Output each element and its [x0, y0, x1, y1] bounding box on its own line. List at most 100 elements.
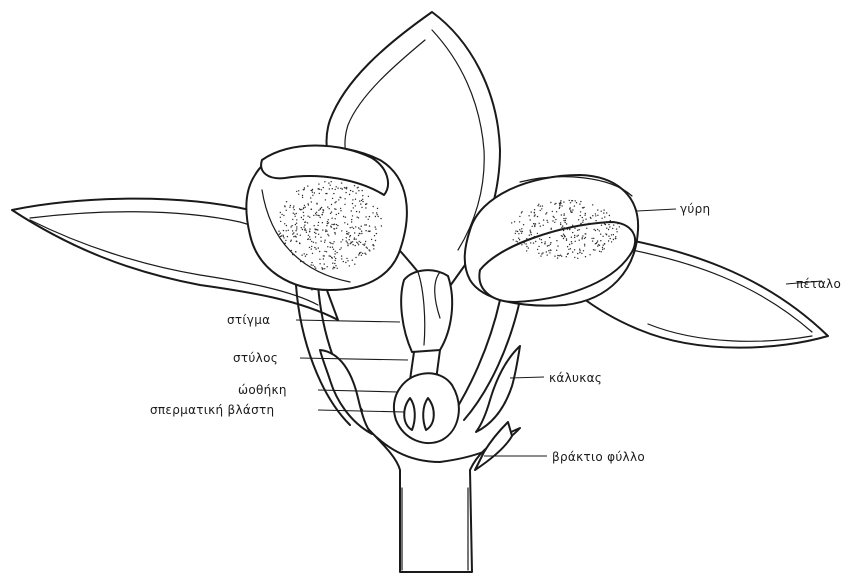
pollen-dot: [335, 201, 336, 202]
pollen-dot: [582, 235, 583, 236]
pollen-dot: [356, 242, 357, 243]
pollen-dot: [377, 214, 378, 215]
pollen-dot: [367, 248, 368, 249]
pollen-dot: [315, 233, 316, 234]
pollen-dot: [372, 212, 373, 213]
pollen-dot: [530, 219, 531, 220]
pollen-dot: [572, 209, 573, 210]
pollen-dot: [341, 255, 342, 256]
pollen-dot: [530, 230, 531, 231]
pollen-dot: [523, 224, 524, 225]
pollen-dot: [612, 228, 613, 229]
pollen-dot: [350, 235, 351, 236]
pollen-dot: [332, 243, 333, 244]
pollen-dot: [540, 255, 541, 256]
pollen-dot: [343, 216, 344, 217]
pollen-dot: [534, 223, 535, 224]
pollen-dot: [308, 235, 309, 236]
pollen-dot: [608, 240, 609, 241]
pollen-dot: [290, 241, 291, 242]
pollen-dot: [304, 205, 305, 206]
pollen-dot: [345, 262, 346, 263]
pollen-dot: [318, 247, 319, 248]
pollen-dot: [309, 247, 310, 248]
pollen-dot: [365, 230, 366, 231]
pollen-dot: [553, 216, 554, 217]
pollen-dot: [340, 208, 341, 209]
pollen-dot: [554, 256, 555, 257]
pollen-dot: [579, 249, 580, 250]
pollen-dot: [364, 243, 365, 244]
pollen-dot: [597, 209, 598, 210]
pollen-dot: [569, 208, 570, 209]
pollen-dot: [571, 241, 572, 242]
pollen-dot: [307, 222, 308, 223]
pollen-dot: [332, 198, 333, 199]
pollen-dot: [296, 241, 297, 242]
pollen-dot: [316, 214, 317, 215]
pollen-dot: [336, 252, 337, 253]
pollen-dot: [360, 252, 361, 253]
pollen-dot: [354, 232, 355, 233]
pollen-dot: [362, 199, 363, 200]
pollen-dot: [606, 212, 607, 213]
pollen-dot: [563, 220, 564, 221]
pollen-dot: [576, 202, 577, 203]
pollen-dot: [526, 250, 527, 251]
pollen-dot: [515, 230, 516, 231]
pollen-dot: [560, 200, 561, 201]
pollen-dot: [295, 251, 296, 252]
pollen-dot: [338, 213, 339, 214]
pollen-dot: [336, 214, 337, 215]
pollen-dot: [352, 191, 353, 192]
label-ovary: ώοθήκη: [238, 383, 287, 397]
pollen-dot: [605, 233, 606, 234]
pollen-dot: [611, 234, 612, 235]
pollen-dot: [283, 230, 284, 231]
pollen-dot: [543, 219, 544, 220]
pollen-dot: [545, 213, 546, 214]
pollen-dot: [336, 224, 337, 225]
pollen-dot: [567, 246, 568, 247]
pollen-dot: [517, 241, 518, 242]
pollen-dot: [315, 242, 316, 243]
pollen-dot: [547, 222, 548, 223]
pollen-dot: [335, 251, 336, 252]
pollen-dot: [610, 220, 611, 221]
pollen-dot: [597, 245, 598, 246]
pollen-dot: [566, 223, 567, 224]
pollen-dot: [354, 264, 355, 265]
pollen-dot: [593, 229, 594, 230]
pollen-dot: [534, 212, 535, 213]
pollen-dot: [303, 219, 304, 220]
pollen-dot: [328, 182, 329, 183]
pollen-dot: [377, 208, 378, 209]
pollen-dot: [547, 254, 548, 255]
pollen-dot: [294, 209, 295, 210]
pollen-dot: [303, 189, 304, 190]
pollen-dot: [570, 210, 571, 211]
pollen-dot: [312, 253, 313, 254]
pollen-dot: [347, 233, 348, 234]
pollen-dot: [519, 239, 520, 240]
pollen-dot: [380, 218, 381, 219]
pollen-dot: [521, 228, 522, 229]
pollen-dot: [583, 250, 584, 251]
pollen-dot: [351, 210, 352, 211]
pollen-dot: [540, 210, 541, 211]
pollen-dot: [561, 227, 562, 228]
pollen-dot: [559, 203, 560, 204]
pollen-dot: [293, 207, 294, 208]
pollen-dot: [366, 247, 367, 248]
pollen-dot: [519, 216, 520, 217]
pollen-dot: [296, 213, 297, 214]
pollen-dot: [355, 205, 356, 206]
pollen-dot: [320, 241, 321, 242]
pollen-dot: [595, 243, 596, 244]
pollen-dot: [603, 212, 604, 213]
pollen-dot: [306, 254, 307, 255]
pollen-dot: [340, 241, 341, 242]
pollen-dot: [315, 248, 316, 249]
pollen-dot: [307, 203, 308, 204]
pollen-dot: [350, 242, 351, 243]
